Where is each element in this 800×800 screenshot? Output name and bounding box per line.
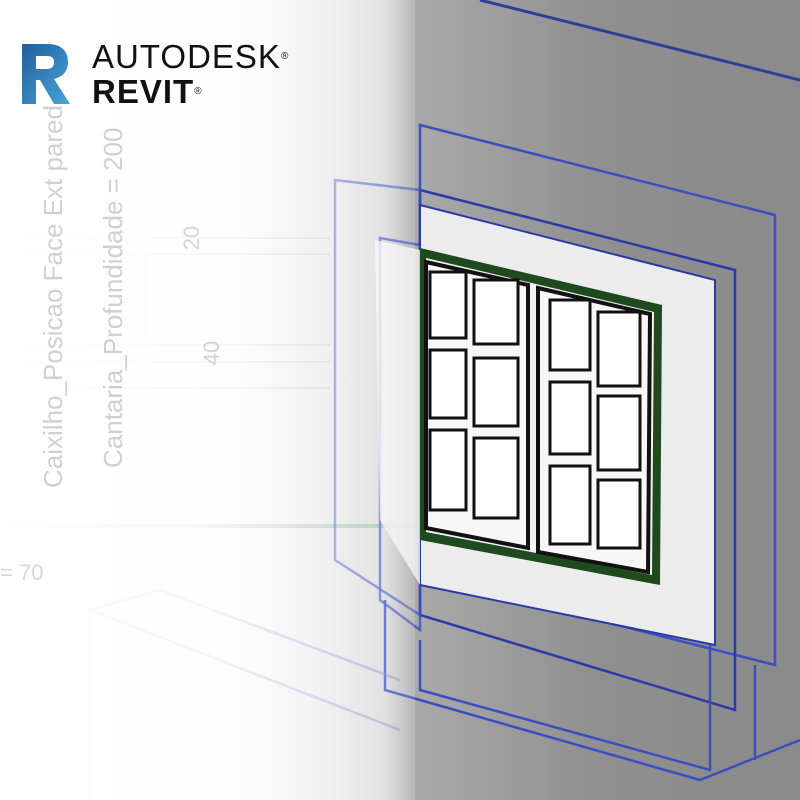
autodesk-revit-logo: AUTODESK® REVIT®	[18, 40, 289, 110]
param-label-cantaria: Cantaria_Profundidade = 200	[98, 127, 128, 468]
product-name: REVIT®	[92, 73, 203, 110]
revit-r-icon	[22, 44, 70, 104]
param-label-caixilho: Caixilho_Posicao Face Ext pared	[38, 105, 68, 488]
dimension-20: 20	[179, 225, 205, 251]
wall-edge	[479, 0, 800, 82]
brand-name: AUTODESK®	[92, 38, 290, 75]
dimension-70: = 70	[0, 560, 44, 585]
window-panes	[428, 270, 642, 550]
dimension-40: 40	[199, 340, 225, 366]
